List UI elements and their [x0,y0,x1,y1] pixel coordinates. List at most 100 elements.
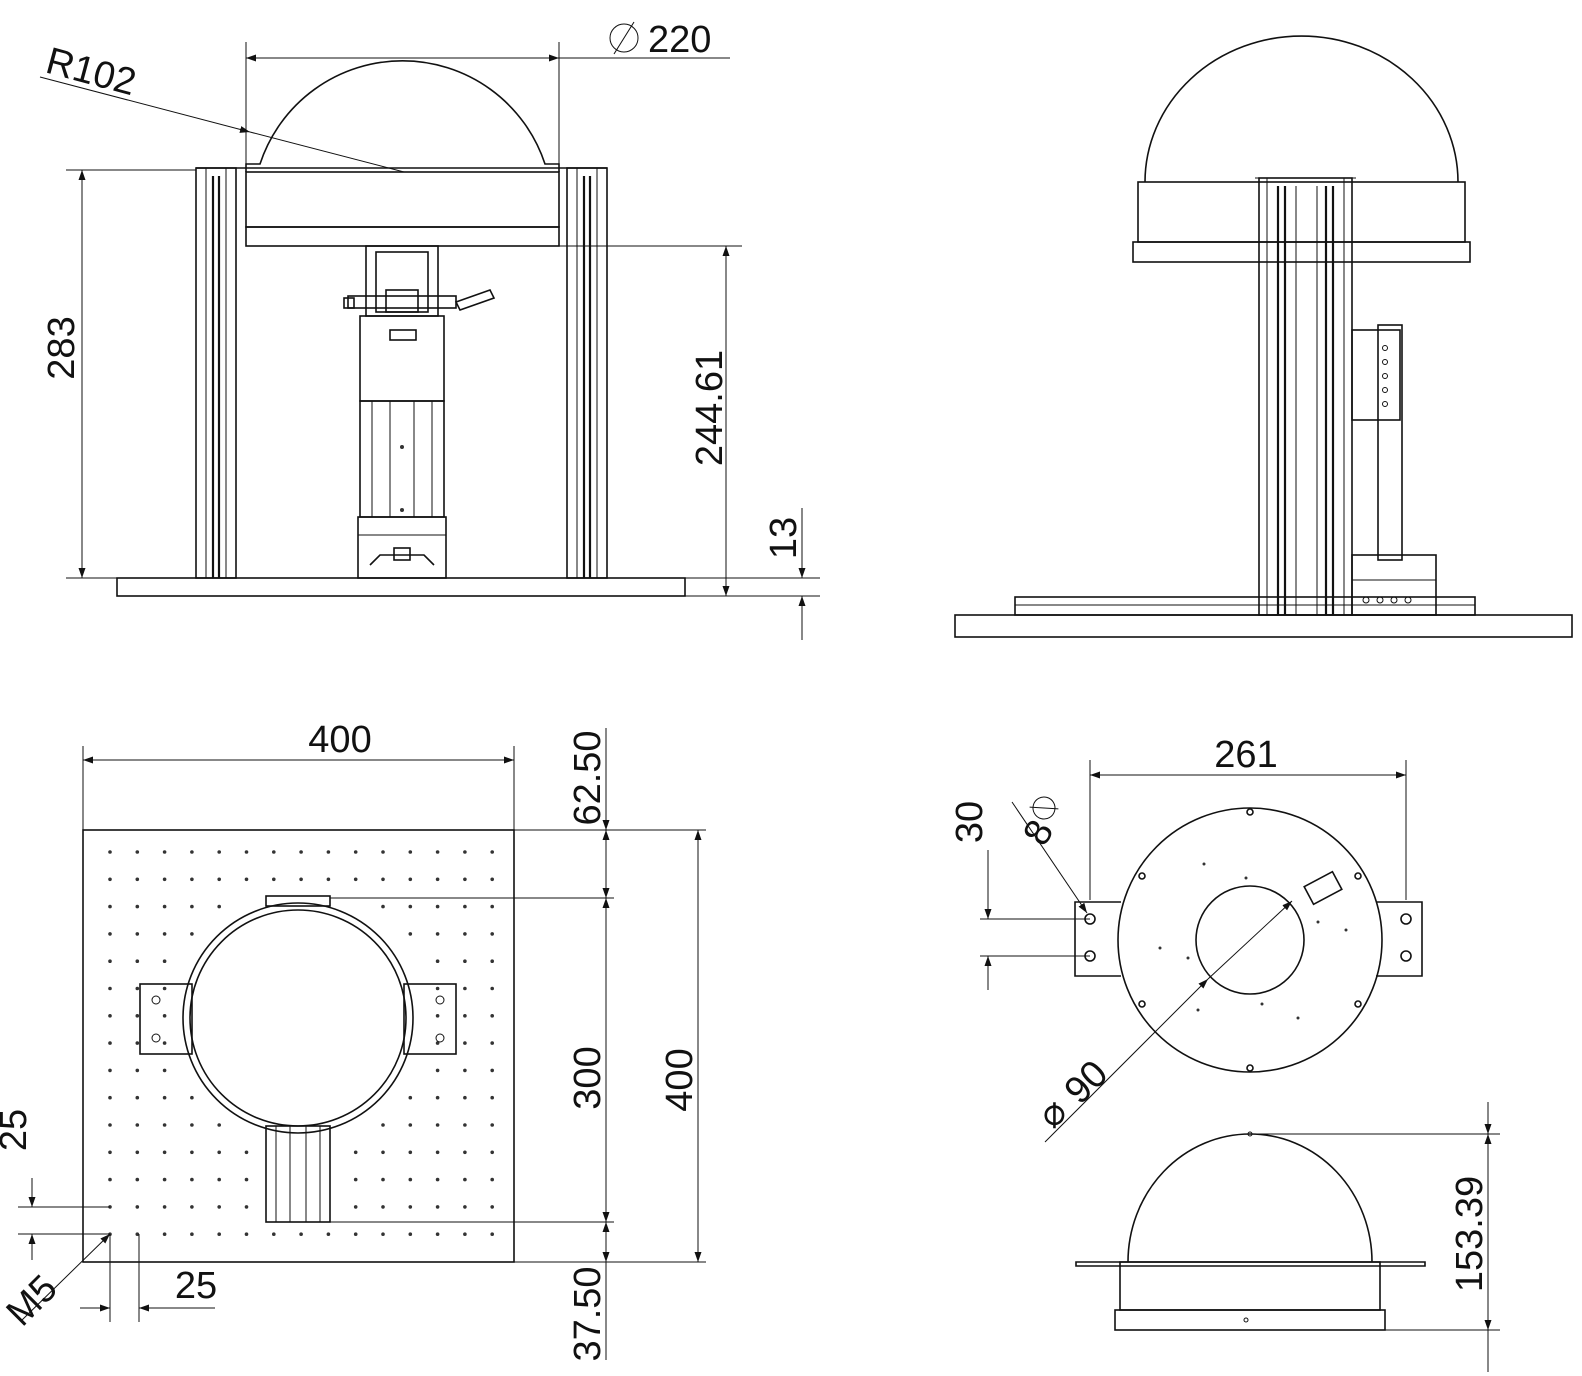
plate-top-view: 400 62.50 300 400 37.50 25 [0,719,706,1362]
mounting-hole [162,1177,167,1182]
front-dim-base-thickness: 13 [685,508,820,640]
mounting-hole [108,850,112,854]
mounting-hole [190,1205,194,1209]
front-left-rail [195,167,237,579]
mounting-hole [190,1232,194,1236]
dome-dim-height: 153.39 [1250,1102,1500,1372]
mounting-hole [408,1123,413,1127]
plate-dim-pitch-x: 25 [80,1234,217,1322]
mounting-hole [108,1068,112,1073]
mounting-hole [135,1232,140,1236]
ring-dim-hole-spacing: 30 [949,801,1090,990]
plate-dim-pitch-y: 25 [0,1109,110,1260]
mounting-hole [162,1041,167,1045]
mounting-hole [353,1177,358,1182]
mounting-hole [108,877,112,882]
dim-dome-height: 153.39 [1449,1176,1491,1292]
mounting-hole [463,1205,467,1209]
mounting-hole [135,850,140,854]
mounting-hole [108,986,112,991]
ring-top-view: 261 30 8 ⌀ 90 [949,734,1423,1143]
mounting-hole [217,1232,221,1236]
mounting-hole [490,1150,495,1155]
mounting-hole [162,1205,167,1209]
mounting-hole [217,877,221,882]
ring-right-tab [1376,901,1423,977]
mounting-hole [408,904,413,909]
mounting-hole [435,1068,440,1073]
mounting-hole [408,1095,413,1100]
front-dim-stage-height: 244.61 [559,245,742,596]
mounting-hole [108,959,112,963]
mounting-hole [353,877,358,882]
mounting-hole [108,932,112,936]
mounting-hole [162,986,167,991]
mounting-hole [190,904,194,909]
mounting-hole [190,1150,194,1155]
mounting-hole [435,986,440,991]
mounting-hole [353,1150,358,1155]
mounting-hole [490,1068,495,1073]
dim-plate-top-offset: 62.50 [567,730,609,825]
mounting-hole [490,1232,495,1236]
mounting-hole [244,1205,249,1209]
mounting-hole [435,1095,440,1100]
mounting-hole [162,1095,167,1100]
front-view: 220 R102 283 244.61 13 [39,19,820,640]
side-column [1255,177,1356,616]
mounting-hole [381,1177,385,1182]
mounting-hole [108,904,112,909]
mounting-hole [463,1041,467,1045]
dim-plate-slot-span: 300 [567,1046,609,1109]
mounting-hole [408,877,413,882]
ring-dim-hole-diameter: 8 [1011,796,1088,914]
mounting-hole [299,877,303,882]
front-stage-plate [245,226,560,247]
ring-dim-bore: ⌀ 90 [1030,900,1293,1143]
mounting-hole [435,959,440,963]
mounting-hole [135,959,140,963]
dome-side-view: 153.39 [1075,1102,1500,1372]
dim-hole-pitch-y: 25 [0,1109,35,1151]
dim-bore-diameter: 90 [1057,1053,1117,1113]
plate-slot [265,1125,331,1223]
mounting-hole [162,1014,167,1018]
mounting-hole [435,1205,440,1209]
mounting-hole [381,1123,385,1127]
ring-outer [1117,807,1383,1073]
front-base-plate [116,577,686,597]
mounting-hole [435,904,440,909]
mounting-hole [135,1014,140,1018]
mounting-hole [299,1232,303,1236]
plate-dim-thread: M5 [0,1233,111,1334]
mounting-hole [381,850,385,854]
front-dim-radius: R102 [39,40,405,173]
mounting-hole [217,1123,221,1127]
mounting-hole [490,986,495,991]
ring-dim-width: 261 [1089,734,1407,900]
plate-outline [82,829,515,1263]
mounting-hole [135,877,140,882]
mounting-hole [135,1205,140,1209]
mounting-hole [435,850,440,854]
dome-shell [1127,1133,1373,1263]
mounting-hole [135,904,140,909]
mounting-hole [162,1123,167,1127]
mounting-hole [135,986,140,991]
mounting-hole [463,904,467,909]
mounting-hole [217,1177,221,1182]
front-dim-diameter: 220 [245,19,730,164]
mounting-hole [381,904,385,909]
mounting-hole [272,850,276,854]
front-dome-housing [245,171,560,228]
mounting-hole [435,1123,440,1127]
mounting-hole [326,1232,331,1236]
mounting-hole [435,1014,440,1018]
mounting-hole [326,850,331,854]
mounting-hole [435,932,440,936]
mounting-hole [353,1232,358,1236]
mounting-hole [162,932,167,936]
mounting-hole [108,1123,112,1127]
mounting-hole [435,1177,440,1182]
